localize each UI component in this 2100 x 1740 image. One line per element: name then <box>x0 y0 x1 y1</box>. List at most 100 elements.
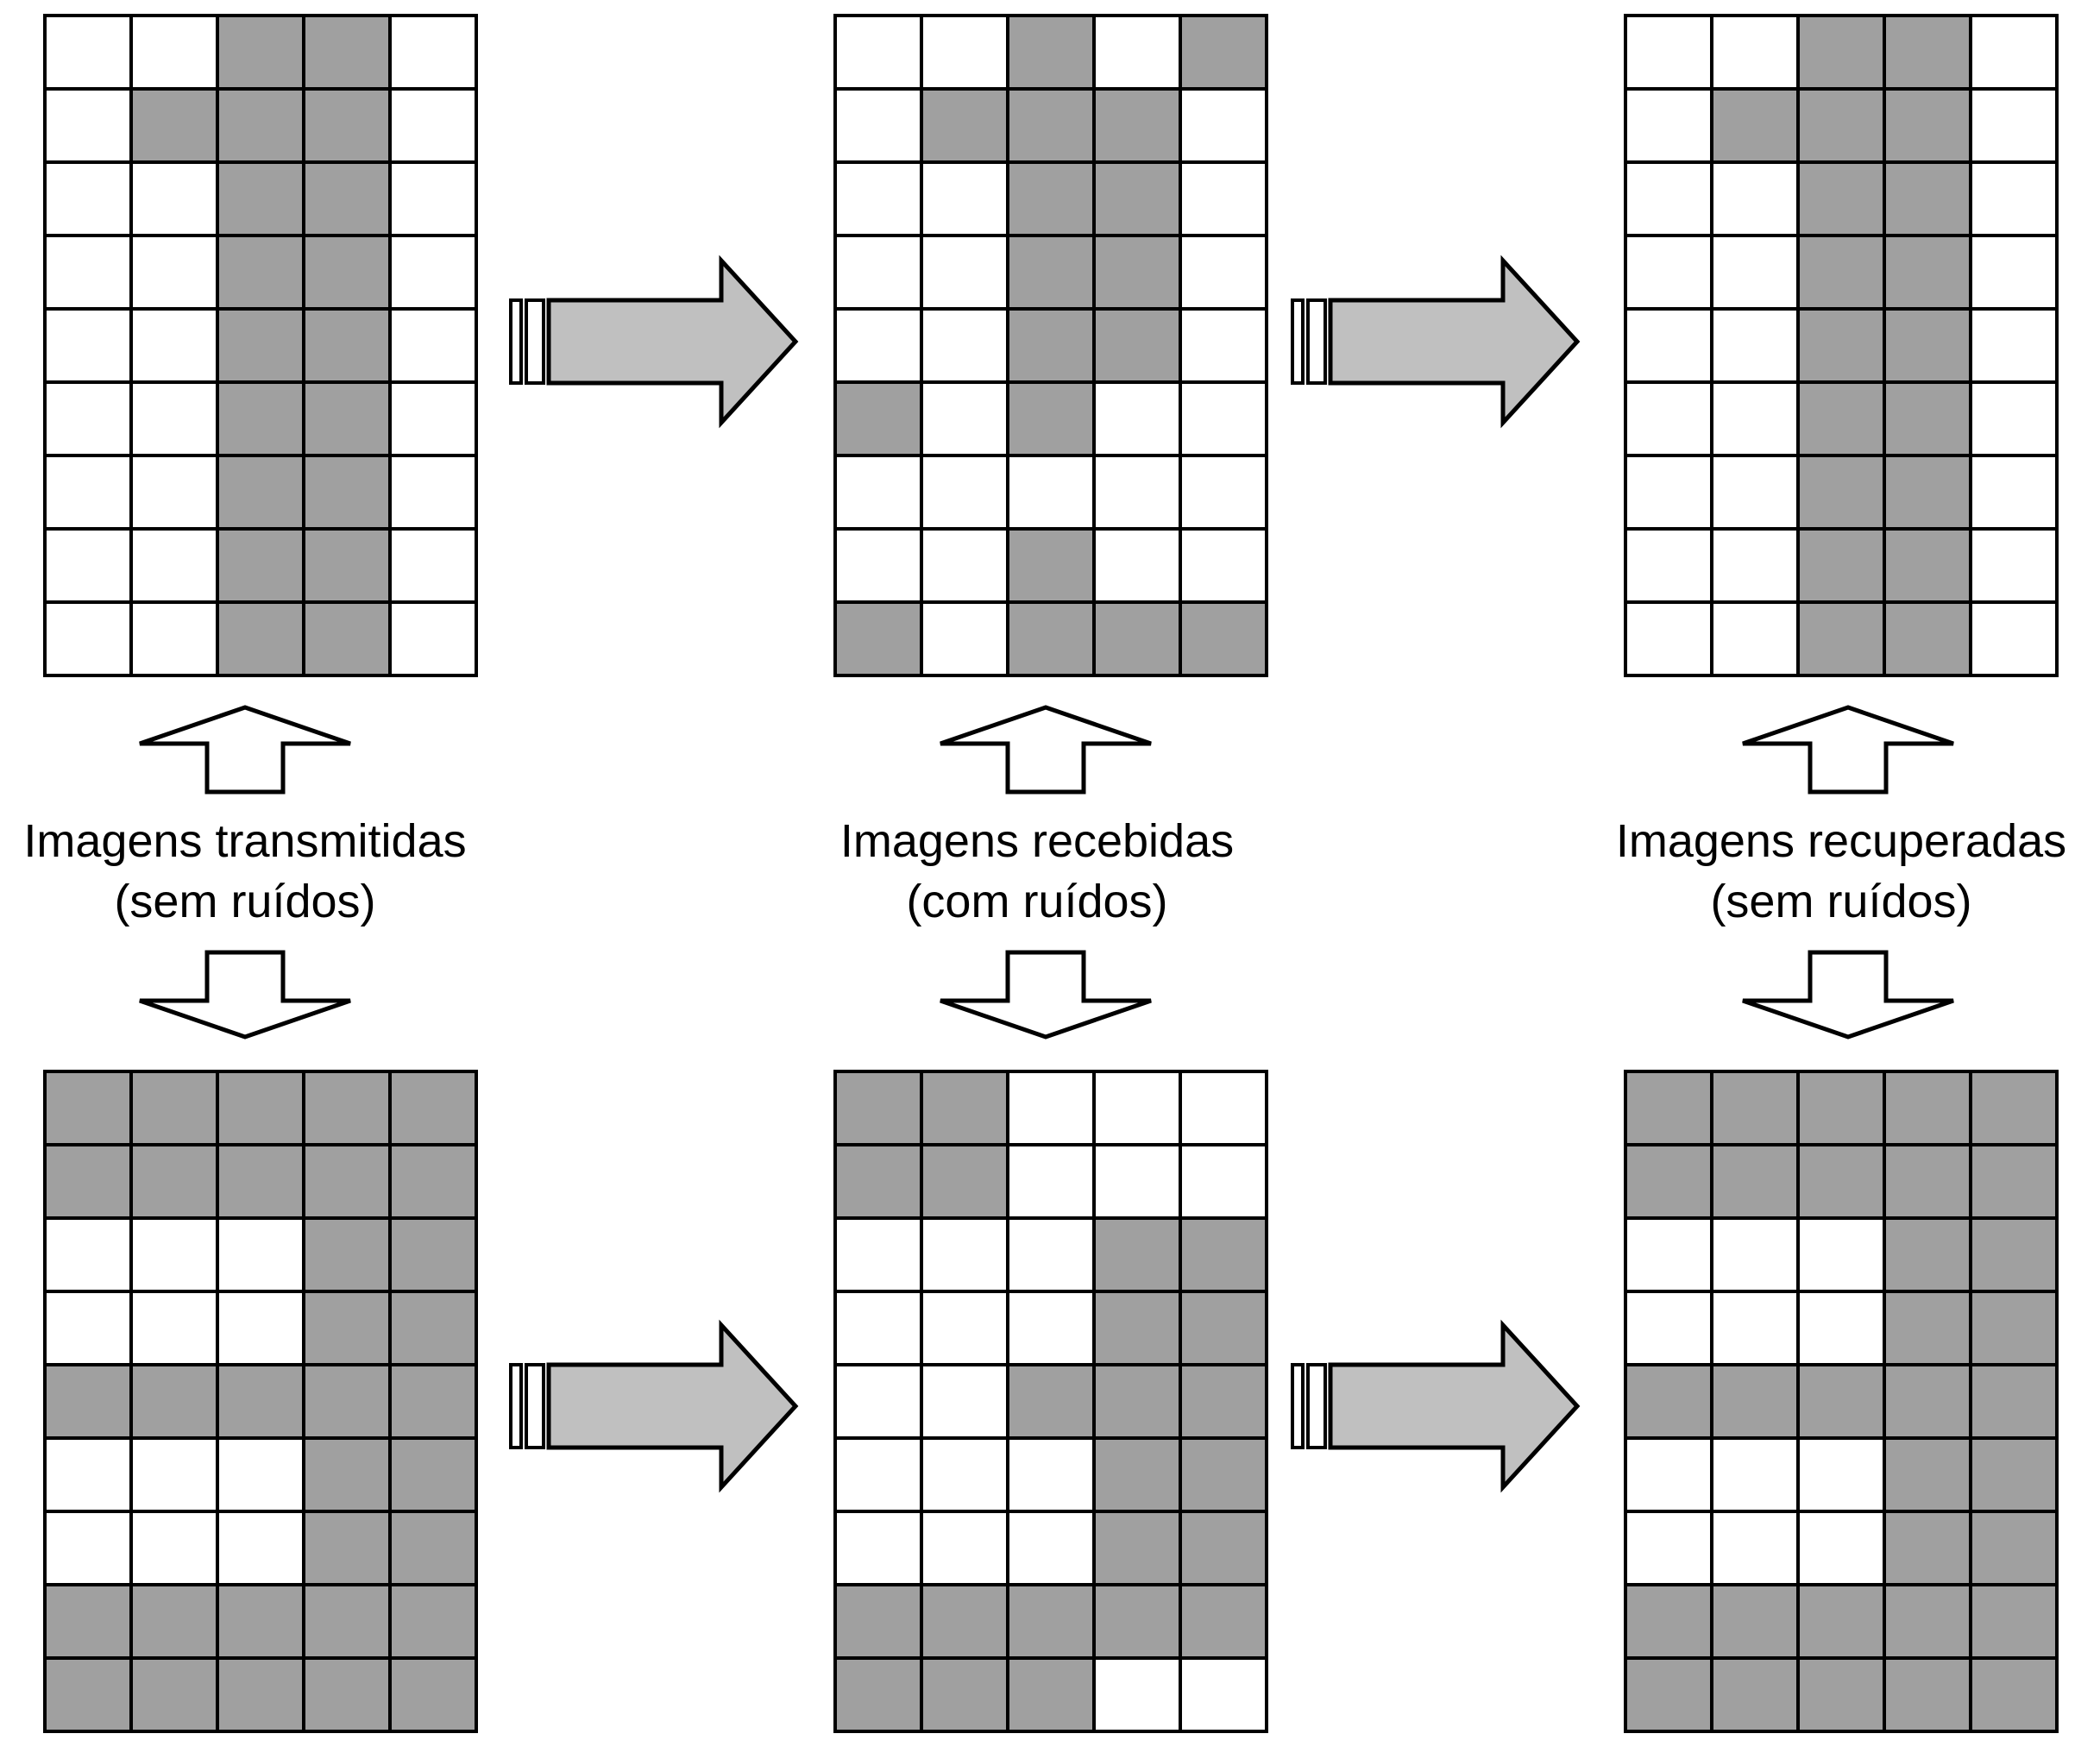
grid-cell <box>1969 307 2059 384</box>
grid-cell <box>302 234 392 311</box>
grid-cell <box>1179 380 1268 457</box>
grid-top-transmitted <box>43 14 478 677</box>
grid-cell <box>920 1070 1009 1146</box>
grid-cell <box>1006 600 1096 677</box>
grid-cell <box>920 380 1009 457</box>
grid-cell <box>1710 454 1800 531</box>
grid-cell <box>1710 160 1800 237</box>
grid-cell <box>1969 454 2059 531</box>
grid-cell <box>1092 600 1182 677</box>
grid-cell <box>1969 380 2059 457</box>
grid-cell <box>1796 1070 1886 1146</box>
grid-cell <box>129 1436 219 1513</box>
grid-cell <box>1006 1510 1096 1586</box>
grid-bottom-transmitted <box>43 1070 478 1733</box>
grid-cell <box>302 1290 392 1366</box>
grid-cell <box>129 307 219 384</box>
grid-top-recovered <box>1624 14 2059 677</box>
grid-cell <box>1883 454 1972 531</box>
grid-cell <box>1179 1583 1268 1660</box>
down-arrow-0 <box>139 950 351 1040</box>
grid-cell <box>1796 454 1886 531</box>
grid-cell <box>1883 87 1972 164</box>
grid-cell <box>833 160 923 237</box>
grid-cell <box>833 527 923 604</box>
grid-cell <box>1006 1363 1096 1440</box>
grid-cell <box>1710 234 1800 311</box>
grid-cell <box>302 454 392 531</box>
grid-cell <box>833 1070 923 1146</box>
grid-cell <box>388 87 478 164</box>
caption-transmitted: Imagens transmitidas (sem ruídos) <box>23 815 466 927</box>
grid-cell <box>43 1143 133 1220</box>
grid-cell <box>1796 1583 1886 1660</box>
grid-cell <box>920 307 1009 384</box>
grid-cell <box>302 380 392 457</box>
grid-cell <box>1092 14 1182 91</box>
grid-cell <box>1796 307 1886 384</box>
grid-cell <box>43 234 133 311</box>
grid-cell <box>1006 234 1096 311</box>
grid-cell <box>216 1143 305 1220</box>
grid-cell <box>920 1143 1009 1220</box>
caption-recovered-line2: (sem ruídos) <box>1710 876 1971 927</box>
grid-cell <box>129 87 219 164</box>
grid-cell <box>833 380 923 457</box>
grid-cell <box>1969 527 2059 604</box>
grid-cell <box>43 1583 133 1660</box>
grid-cell <box>1006 380 1096 457</box>
grid-cell <box>1624 1290 1713 1366</box>
grid-cell <box>43 1656 133 1733</box>
grid-cell <box>1092 1656 1182 1733</box>
grid-cell <box>1092 1436 1182 1513</box>
grid-cell <box>129 234 219 311</box>
grid-cell <box>129 527 219 604</box>
grid-cell <box>216 527 305 604</box>
grid-cell <box>1710 527 1800 604</box>
grid-cell <box>833 234 923 311</box>
grid-cell <box>216 1436 305 1513</box>
grid-cell <box>388 454 478 531</box>
grid-cell <box>1179 87 1268 164</box>
grid-cell <box>920 160 1009 237</box>
grid-cell <box>1710 1216 1800 1293</box>
grid-cell <box>1092 1216 1182 1293</box>
grid-cell <box>920 1363 1009 1440</box>
grid-cell <box>129 1656 219 1733</box>
grid-cell <box>1092 307 1182 384</box>
grid-cell <box>1092 1143 1182 1220</box>
grid-cell <box>216 1510 305 1586</box>
grid-cell <box>388 234 478 311</box>
caption-recovered: Imagens recuperadas (sem ruídos) <box>1616 815 2066 927</box>
grid-cell <box>302 1510 392 1586</box>
grid-cell <box>1006 1436 1096 1513</box>
grid-cell <box>833 87 923 164</box>
grid-cell <box>1179 307 1268 384</box>
grid-cell <box>1179 1290 1268 1366</box>
grid-cell <box>1092 234 1182 311</box>
grid-cell <box>216 234 305 311</box>
grid-cell <box>388 1583 478 1660</box>
grid-cell <box>302 87 392 164</box>
grid-cell <box>1092 454 1182 531</box>
grid-cell <box>388 1143 478 1220</box>
grid-cell <box>1006 1143 1096 1220</box>
grid-cell <box>1969 1510 2059 1586</box>
caption-received-line2: (com ruídos) <box>906 876 1167 927</box>
grid-cell <box>1179 1216 1268 1293</box>
grid-cell <box>1624 454 1713 531</box>
grid-cell <box>388 1363 478 1440</box>
grid-cell <box>1624 1216 1713 1293</box>
grid-cell <box>302 1583 392 1660</box>
grid-cell <box>1796 527 1886 604</box>
grid-cell <box>833 1510 923 1586</box>
grid-cell <box>43 1216 133 1293</box>
grid-cell <box>129 600 219 677</box>
grid-cell <box>1969 600 2059 677</box>
grid-cell <box>1624 1070 1713 1146</box>
grid-cell <box>1179 527 1268 604</box>
grid-cell <box>1710 1656 1800 1733</box>
grid-cell <box>1969 1436 2059 1513</box>
grid-cell <box>302 1216 392 1293</box>
grid-cell <box>1179 234 1268 311</box>
